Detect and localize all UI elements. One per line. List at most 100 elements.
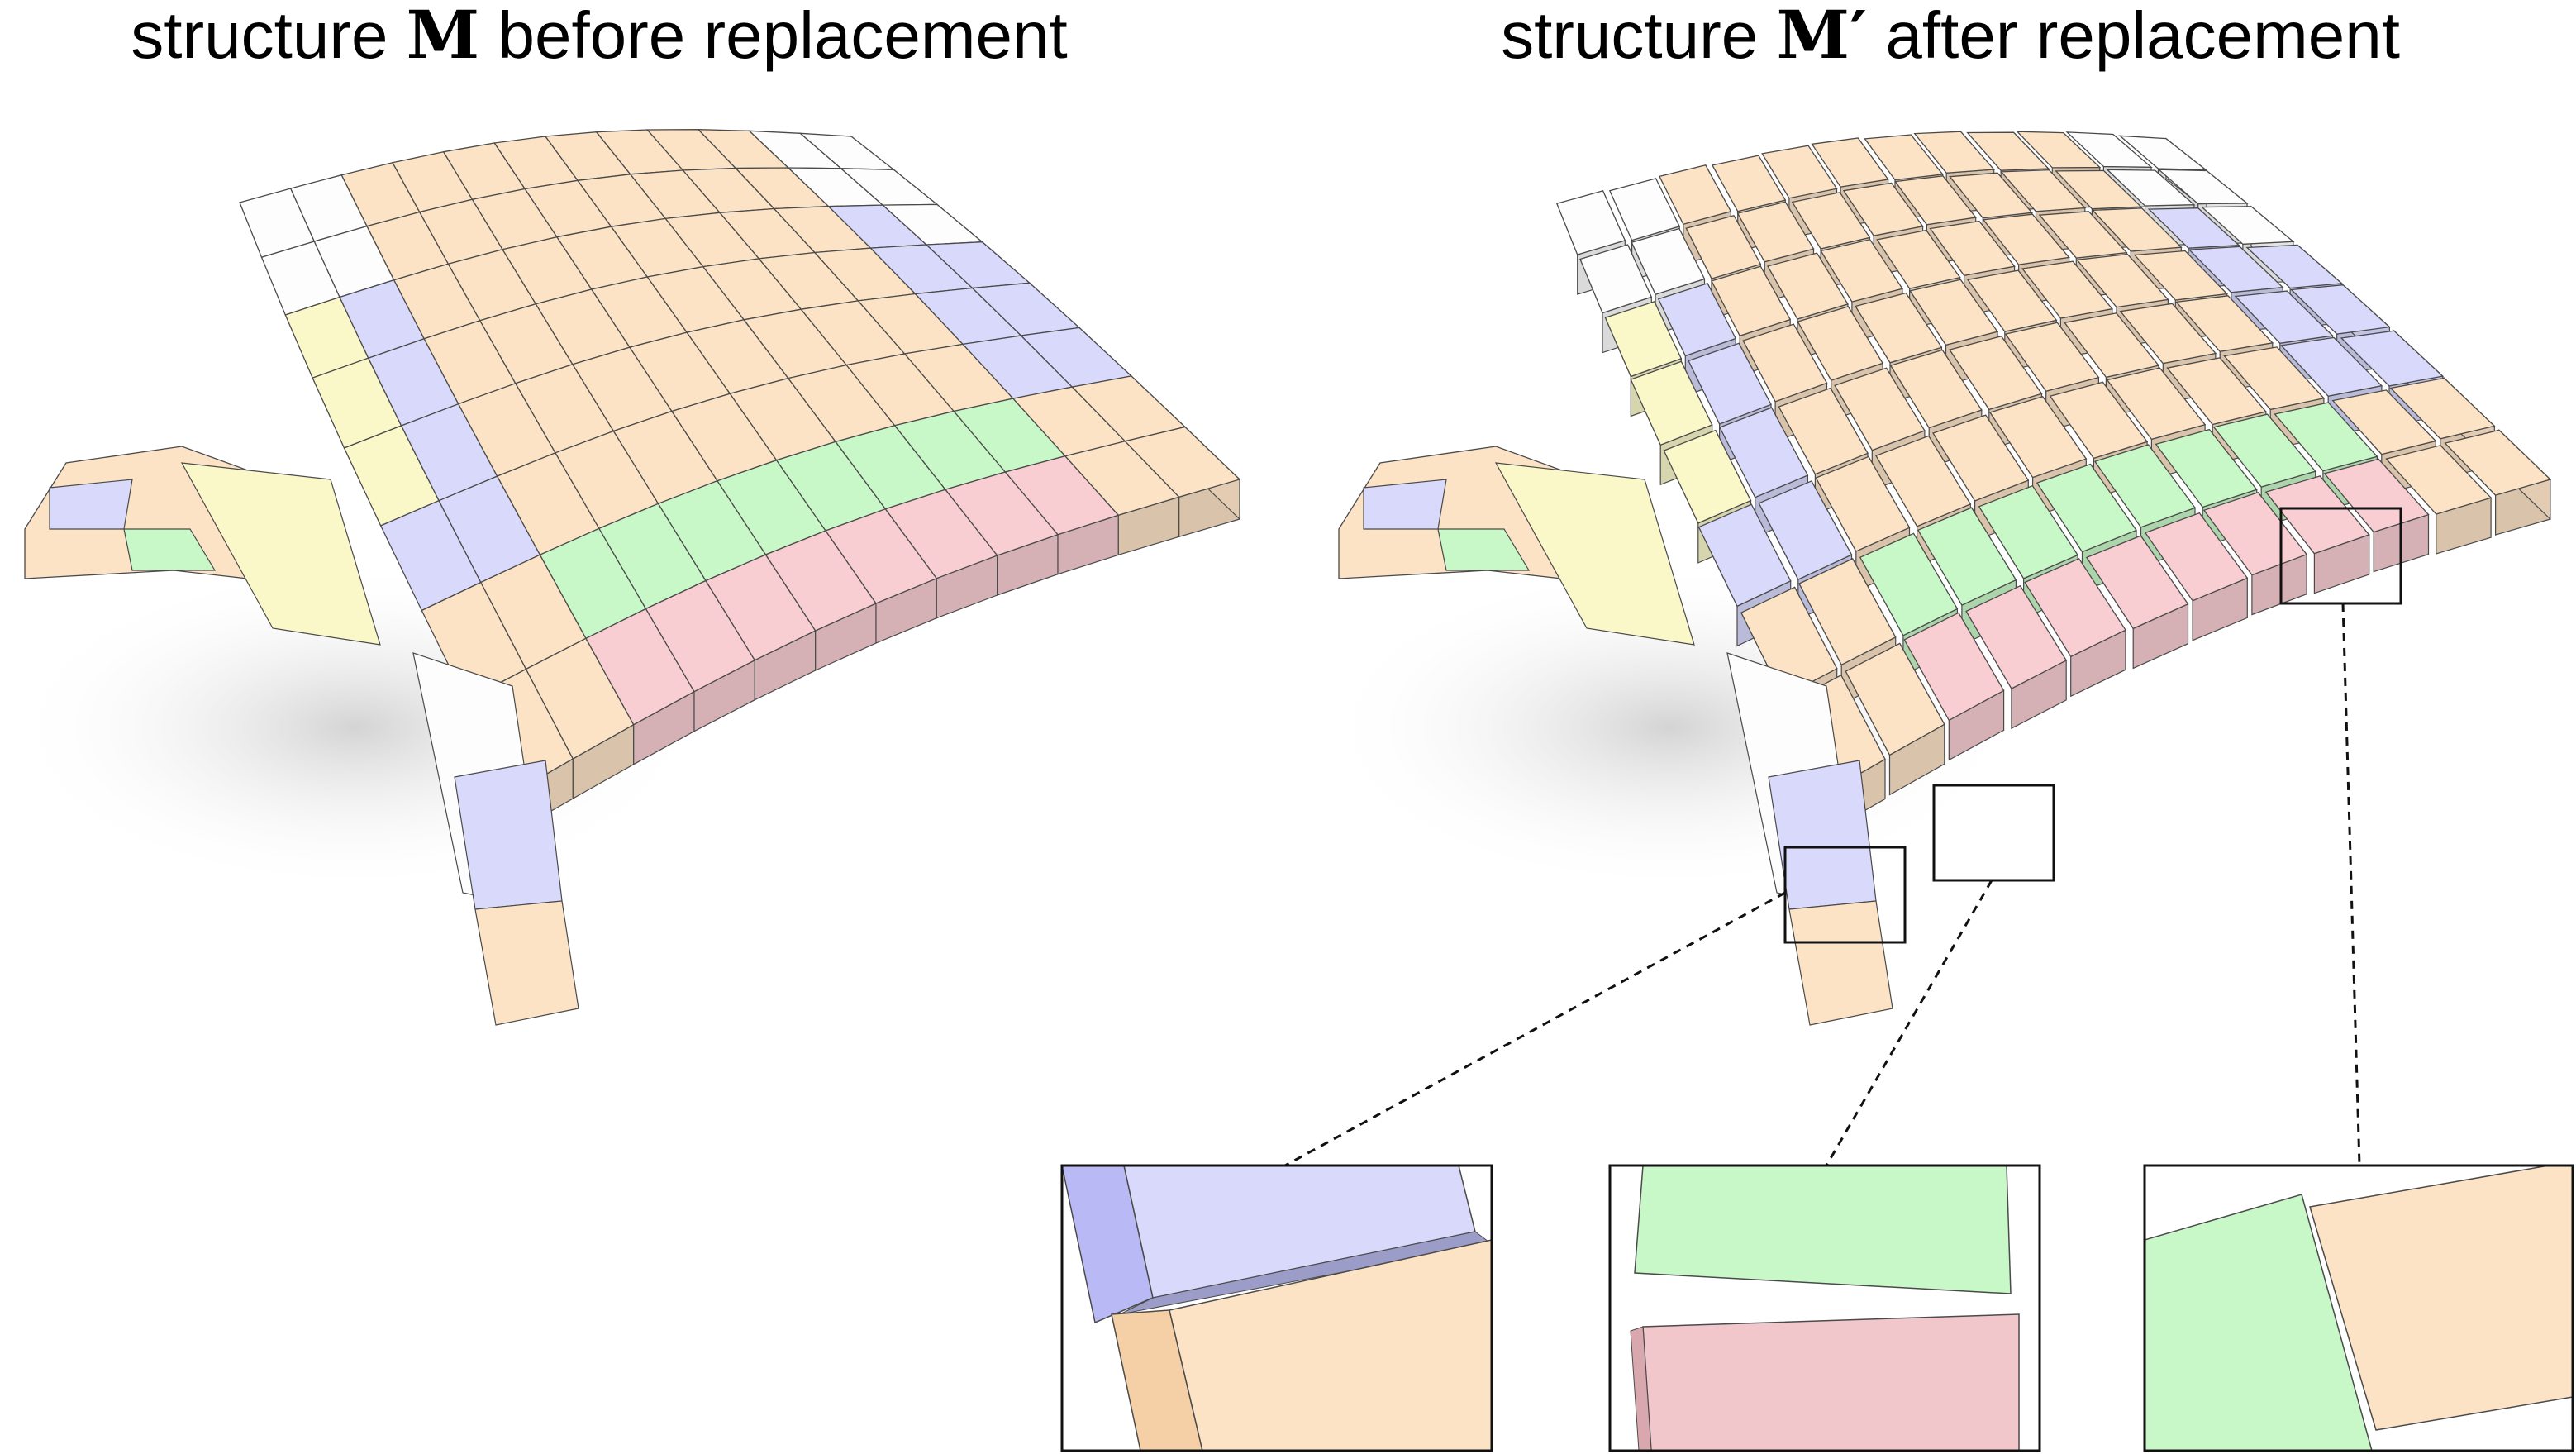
title-after: structure M′ after replacement	[1430, 0, 2471, 74]
arch-wing-block	[1437, 528, 1531, 571]
block-top	[1797, 306, 1884, 381]
block-top	[1949, 172, 2034, 219]
block-top	[1579, 244, 1653, 314]
block-top	[1965, 584, 2068, 689]
block-top	[2065, 131, 2153, 168]
zoom-box	[1932, 784, 2055, 882]
block-top	[1719, 407, 1809, 498]
block-top	[2166, 357, 2267, 426]
block-top	[2000, 169, 2087, 212]
callout-green-pink	[1608, 1164, 2041, 1452]
block-top	[1711, 265, 1792, 337]
block-top	[1903, 612, 2005, 722]
structure-before	[24, 129, 1241, 1026]
arch-yellow-band	[1494, 462, 1695, 646]
zoom-box	[2279, 507, 2402, 605]
block-top	[2055, 169, 2143, 210]
block-top	[1697, 503, 1792, 608]
block-top	[1966, 269, 2058, 332]
block-top	[2200, 206, 2295, 245]
block-top	[1845, 642, 1945, 756]
block-side	[1630, 1326, 1652, 1451]
zoom-box	[1783, 846, 1907, 944]
block-top	[1859, 532, 1959, 636]
block-top	[2147, 207, 2240, 249]
title-after-post: after replacement	[1867, 0, 2400, 72]
block-top	[1988, 395, 2088, 479]
block-top	[2245, 244, 2344, 289]
inset-frame	[1060, 1164, 1493, 1452]
block-top	[1642, 1313, 2020, 1451]
leader-line	[1825, 880, 1993, 1166]
block-top	[1798, 558, 1897, 666]
arch-wing-block	[123, 528, 217, 571]
arch-yellow-band	[180, 462, 381, 646]
block-edge	[1119, 1231, 1492, 1315]
block-top	[2118, 135, 2207, 171]
block-top	[2075, 253, 2169, 308]
block-top	[1608, 178, 1681, 241]
block-top	[1834, 367, 1926, 451]
block-top	[2340, 330, 2445, 387]
block-top	[2155, 428, 2258, 508]
block-top	[1663, 429, 1752, 524]
block-top	[1767, 252, 1849, 320]
title-after-pre: structure	[1501, 0, 1777, 72]
arch-wing-block	[1363, 479, 1447, 530]
block-top	[2036, 463, 2138, 553]
title-after-symbol: M′	[1776, 0, 1868, 74]
block-top	[1949, 335, 2043, 411]
block-top	[1169, 1239, 1492, 1451]
block-top	[1685, 214, 1762, 279]
block-top	[1688, 342, 1772, 425]
block-top	[2144, 512, 2249, 602]
block-top	[2309, 1166, 2573, 1431]
block-top	[2016, 131, 2102, 169]
block-top	[2119, 303, 2217, 365]
block-top	[2049, 381, 2149, 460]
block-top	[2323, 458, 2430, 533]
block-top	[1634, 1166, 2012, 1294]
block-top	[1917, 507, 2017, 606]
block-top	[1811, 137, 1889, 188]
title-before-symbol: M	[406, 0, 480, 74]
block-top	[2024, 557, 2126, 658]
block-top	[2091, 207, 2183, 252]
block-top	[1657, 283, 1737, 357]
block-top	[1736, 201, 1815, 263]
callout-blue-orange	[1060, 1164, 1493, 1452]
block-top	[2290, 284, 2391, 335]
block-top	[1894, 175, 1977, 226]
block-top	[1982, 213, 2070, 265]
block-top	[2157, 169, 2249, 205]
block-top	[1889, 349, 1983, 429]
callout-insets	[1060, 1164, 2574, 1452]
block-top	[1712, 155, 1787, 212]
block-top	[1742, 323, 1828, 403]
title-before-pre: structure	[131, 0, 407, 72]
block-top	[1909, 279, 1999, 346]
block-top	[1791, 192, 1871, 250]
block-top	[2188, 246, 2284, 293]
block-top	[2085, 535, 2189, 630]
block-top	[2145, 1194, 2373, 1451]
block-top	[1555, 190, 1626, 255]
foot-orange	[474, 900, 579, 1026]
title-before: structure M before replacement	[50, 0, 1149, 74]
block-top	[2264, 475, 2370, 555]
block-side	[1111, 1309, 1203, 1451]
block-top	[1932, 414, 2030, 502]
block-top	[1966, 131, 2050, 171]
block-top	[1761, 145, 1838, 199]
block-top	[1913, 131, 1996, 174]
callout-green-orange	[2143, 1164, 2574, 1452]
block-top	[2223, 346, 2326, 411]
block-top	[2212, 413, 2316, 488]
block-top	[1978, 484, 2079, 579]
leader-line	[2341, 603, 2361, 1166]
block-top	[2093, 444, 2197, 528]
block-top	[2175, 295, 2274, 353]
inset-content	[1610, 1166, 2040, 1451]
block-top	[2106, 169, 2196, 207]
